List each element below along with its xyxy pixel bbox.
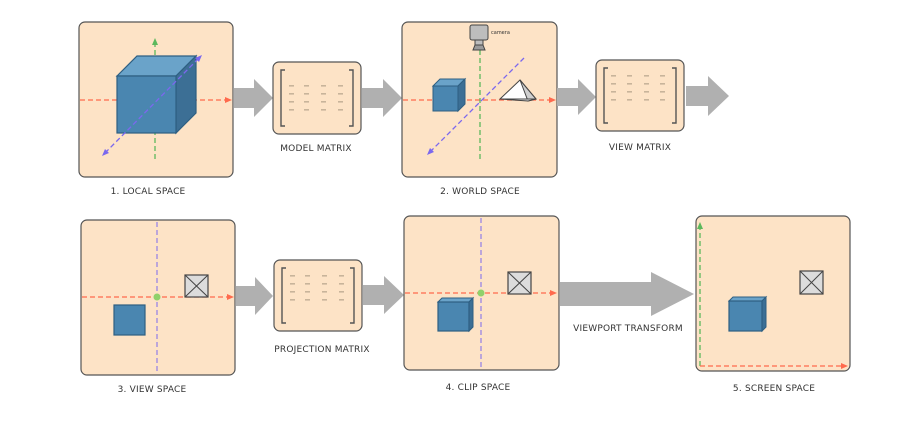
arrow-6	[363, 276, 404, 314]
world-space-panel: camera	[401, 21, 558, 178]
crossed-box-icon	[184, 274, 209, 298]
projection-matrix-label: PROJECTION MATRIX	[274, 345, 369, 355]
screen-space-label: 5. SCREEN SPACE	[733, 384, 815, 394]
model-matrix-label: MODEL MATRIX	[280, 144, 352, 154]
cube-icon	[113, 304, 146, 336]
local-space-panel	[78, 21, 234, 178]
arrow-3	[557, 79, 596, 115]
view-matrix-label: VIEW MATRIX	[609, 143, 671, 153]
world-space-label: 2. WORLD SPACE	[440, 187, 520, 197]
cube-icon	[727, 295, 768, 333]
local-space-label: 1. LOCAL SPACE	[111, 187, 186, 197]
screen-space-panel	[695, 215, 851, 372]
clip-space-label: 4. CLIP SPACE	[446, 383, 511, 393]
cube-icon	[436, 296, 475, 333]
arrow-2	[362, 79, 402, 117]
viewport-transform-label: VIEWPORT TRANSFORM	[573, 324, 683, 334]
view-space-label: 3. VIEW SPACE	[118, 385, 187, 395]
projection-matrix-box	[273, 259, 363, 332]
cube-icon	[431, 77, 467, 113]
view-matrix-box	[595, 59, 685, 132]
arrow-4	[686, 76, 729, 116]
arrow-1	[234, 79, 273, 117]
model-matrix-box	[272, 61, 362, 135]
crossed-box-icon	[799, 270, 824, 295]
arrow-5	[236, 277, 273, 315]
view-space-panel	[80, 219, 236, 376]
clip-space-panel	[403, 215, 560, 371]
pyramid-icon	[498, 79, 538, 102]
cube-icon	[115, 54, 198, 135]
camera-icon	[469, 24, 489, 51]
viewport-arrow	[560, 272, 694, 316]
crossed-box-icon	[507, 271, 532, 295]
camera-label: camera	[491, 30, 510, 36]
